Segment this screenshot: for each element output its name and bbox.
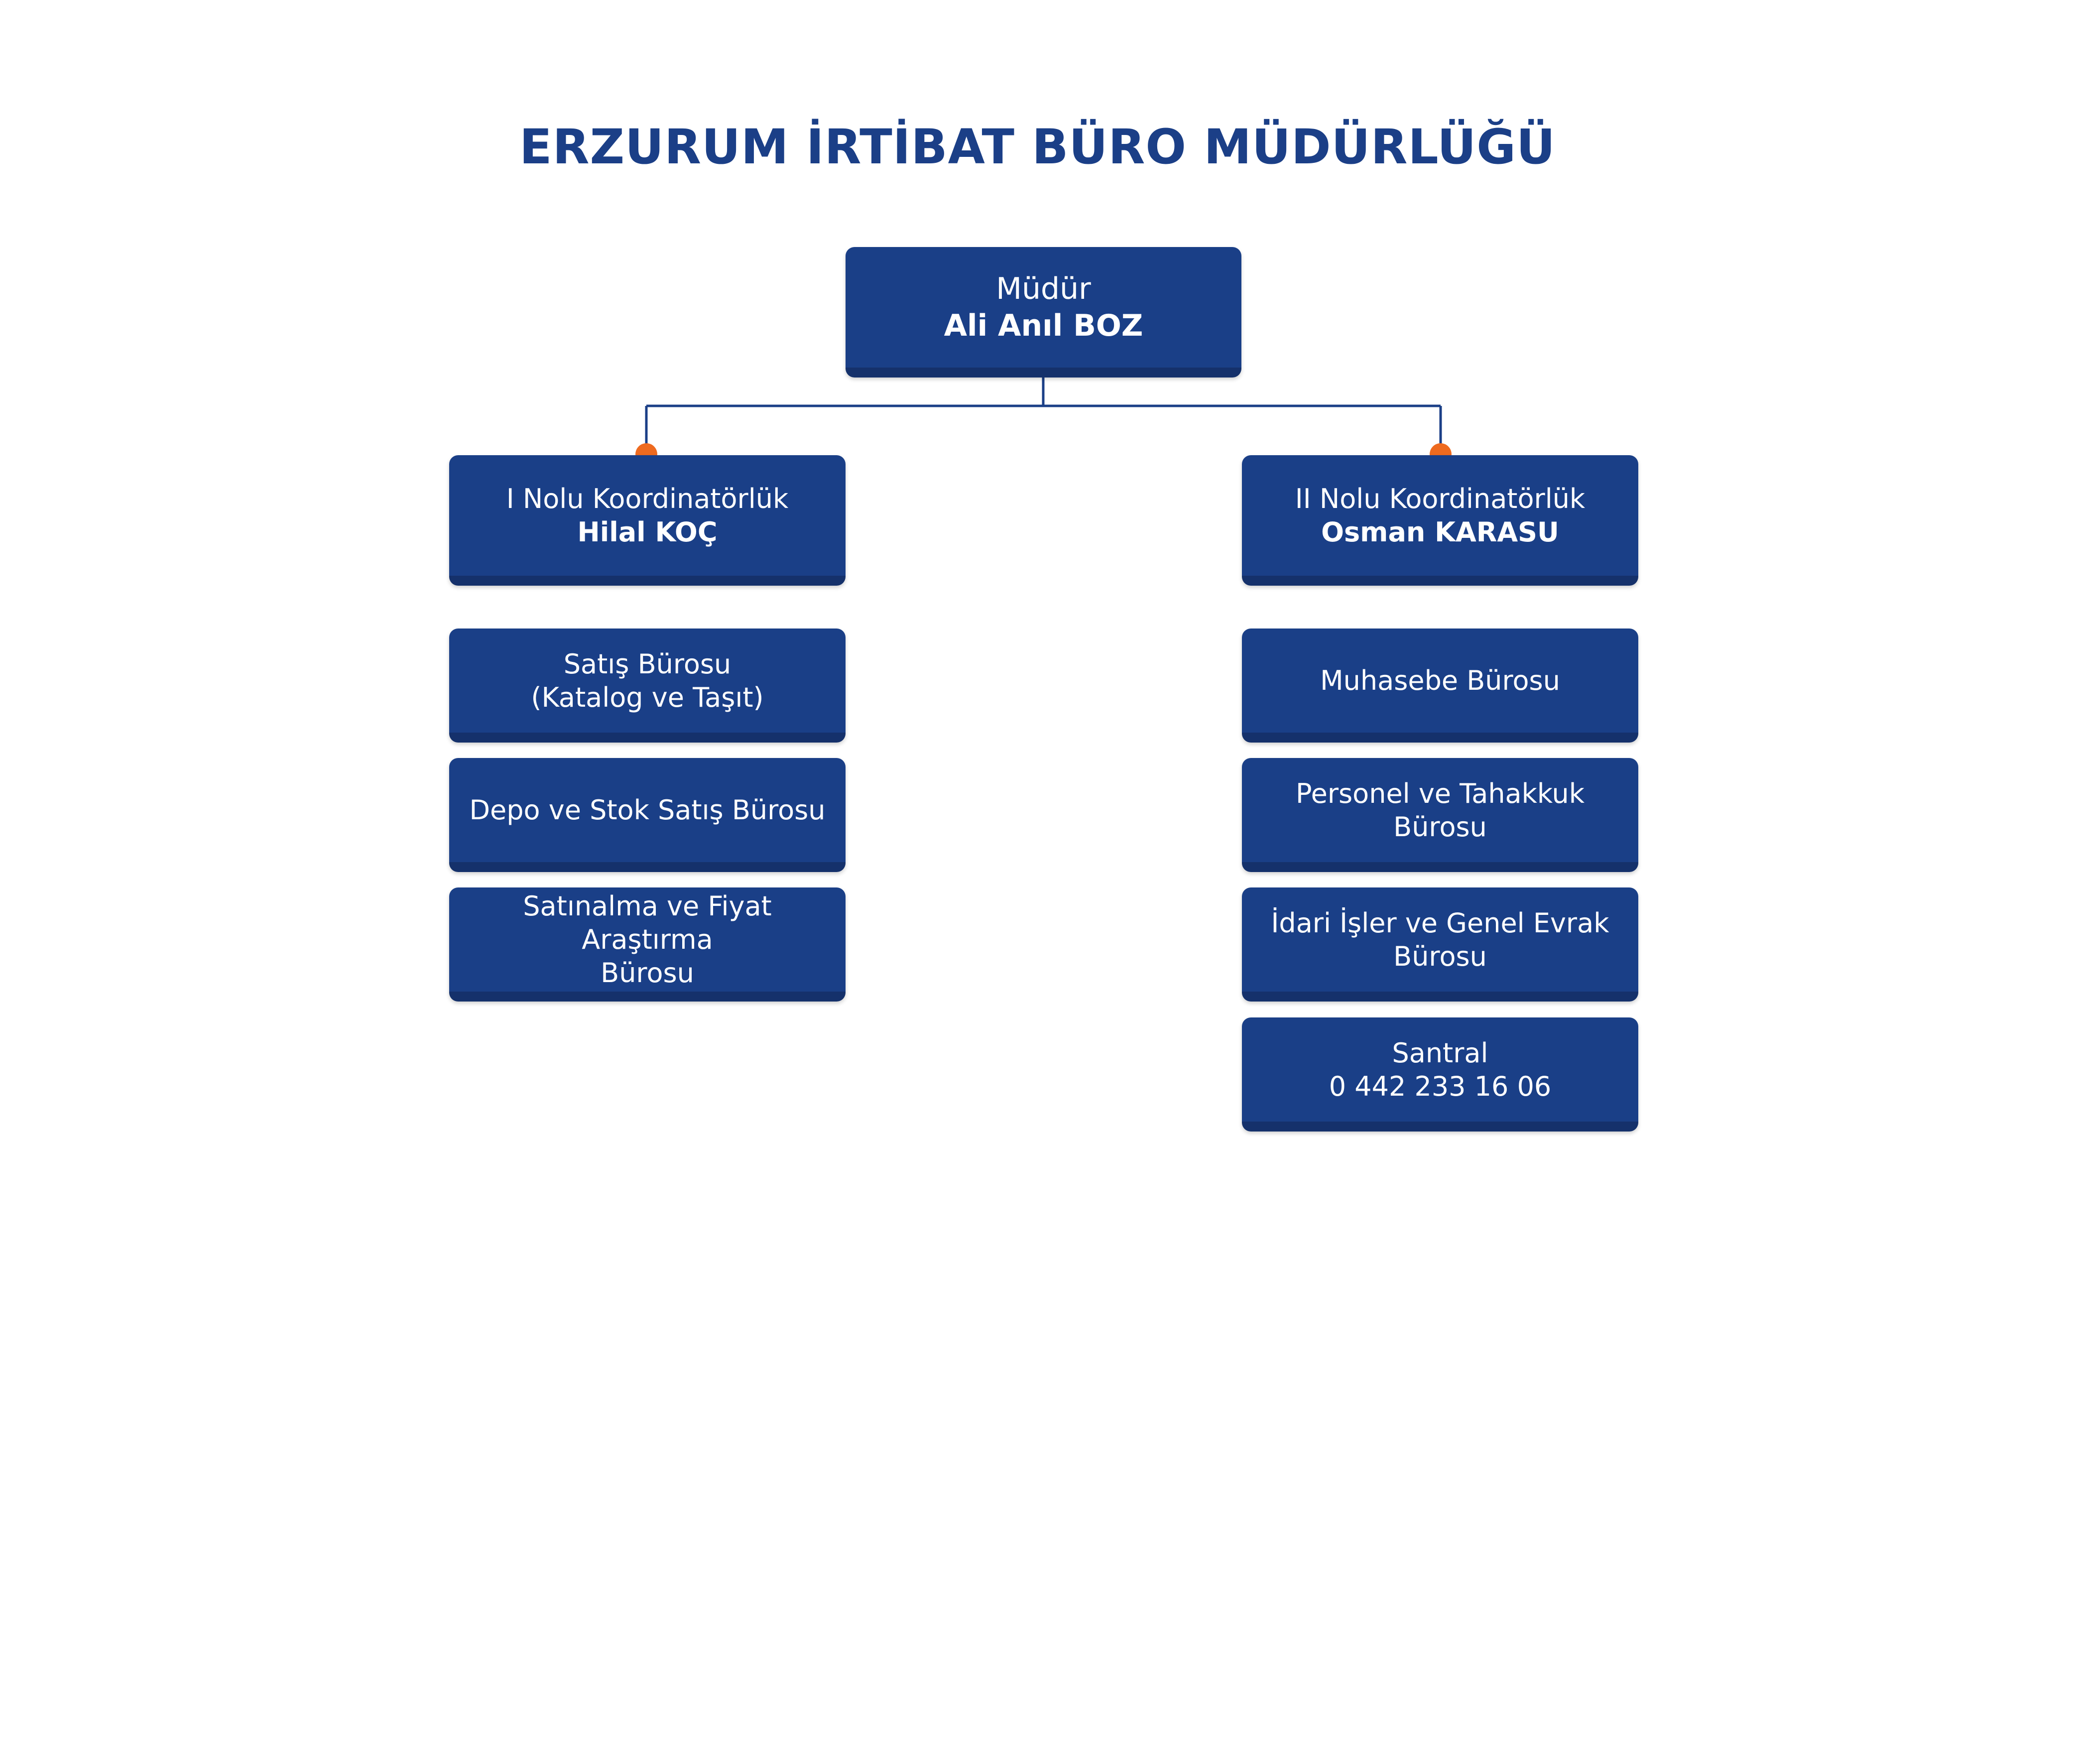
unit-line1: Satış Bürosu (563, 648, 732, 680)
unit-line1: Personel ve Tahakkuk (1295, 777, 1585, 809)
unit-line1: İdari İşler ve Genel Evrak (1271, 907, 1609, 939)
santral-phone-number: 0 442 233 16 06 (1329, 1070, 1552, 1102)
unit-satinalma-fiyat-arastirma-burosu: Satınalma ve Fiyat Araştırma Bürosu (449, 887, 846, 1002)
coordinator-2-box: II Nolu Koordinatörlük Osman KARASU (1242, 455, 1638, 586)
coordinator-1-box: I Nolu Koordinatörlük Hilal KOÇ (449, 455, 846, 586)
unit-satis-burosu: Satış Bürosu (Katalog ve Taşıt) (449, 629, 846, 743)
unit-depo-stok-satis-burosu: Depo ve Stok Satış Bürosu (449, 758, 846, 872)
unit-idari-isler-genel-evrak-burosu: İdari İşler ve Genel Evrak Bürosu (1242, 887, 1638, 1002)
coordinator-2-name: Osman KARASU (1321, 516, 1559, 548)
unit-line2: Bürosu (1393, 940, 1487, 972)
unit-personel-tahakkuk-burosu: Personel ve Tahakkuk Bürosu (1242, 758, 1638, 872)
unit-line1: Depo ve Stok Satış Bürosu (469, 794, 826, 826)
unit-muhasebe-burosu: Muhasebe Bürosu (1242, 629, 1638, 743)
unit-line2: Bürosu (601, 957, 694, 989)
unit-line2: (Katalog ve Taşıt) (531, 681, 764, 713)
director-box: Müdür Ali Anıl BOZ (846, 247, 1241, 378)
unit-line2: Bürosu (1393, 811, 1487, 843)
coordinator-1-role: I Nolu Koordinatörlük (506, 483, 789, 514)
unit-line1: Muhasebe Bürosu (1320, 665, 1560, 696)
chart-title: ERZURUM İRTİBAT BÜRO MÜDÜRLÜĞÜ (519, 119, 1556, 175)
coordinator-1-name: Hilal KOÇ (577, 516, 718, 548)
unit-line1: Satınalma ve Fiyat Araştırma (523, 890, 772, 955)
unit-santral: Santral 0 442 233 16 06 (1242, 1017, 1638, 1132)
coordinator-2-role: II Nolu Koordinatörlük (1295, 483, 1586, 514)
director-name: Ali Anıl BOZ (944, 308, 1143, 343)
unit-line1: Santral (1392, 1037, 1488, 1069)
director-role: Müdür (996, 271, 1091, 306)
